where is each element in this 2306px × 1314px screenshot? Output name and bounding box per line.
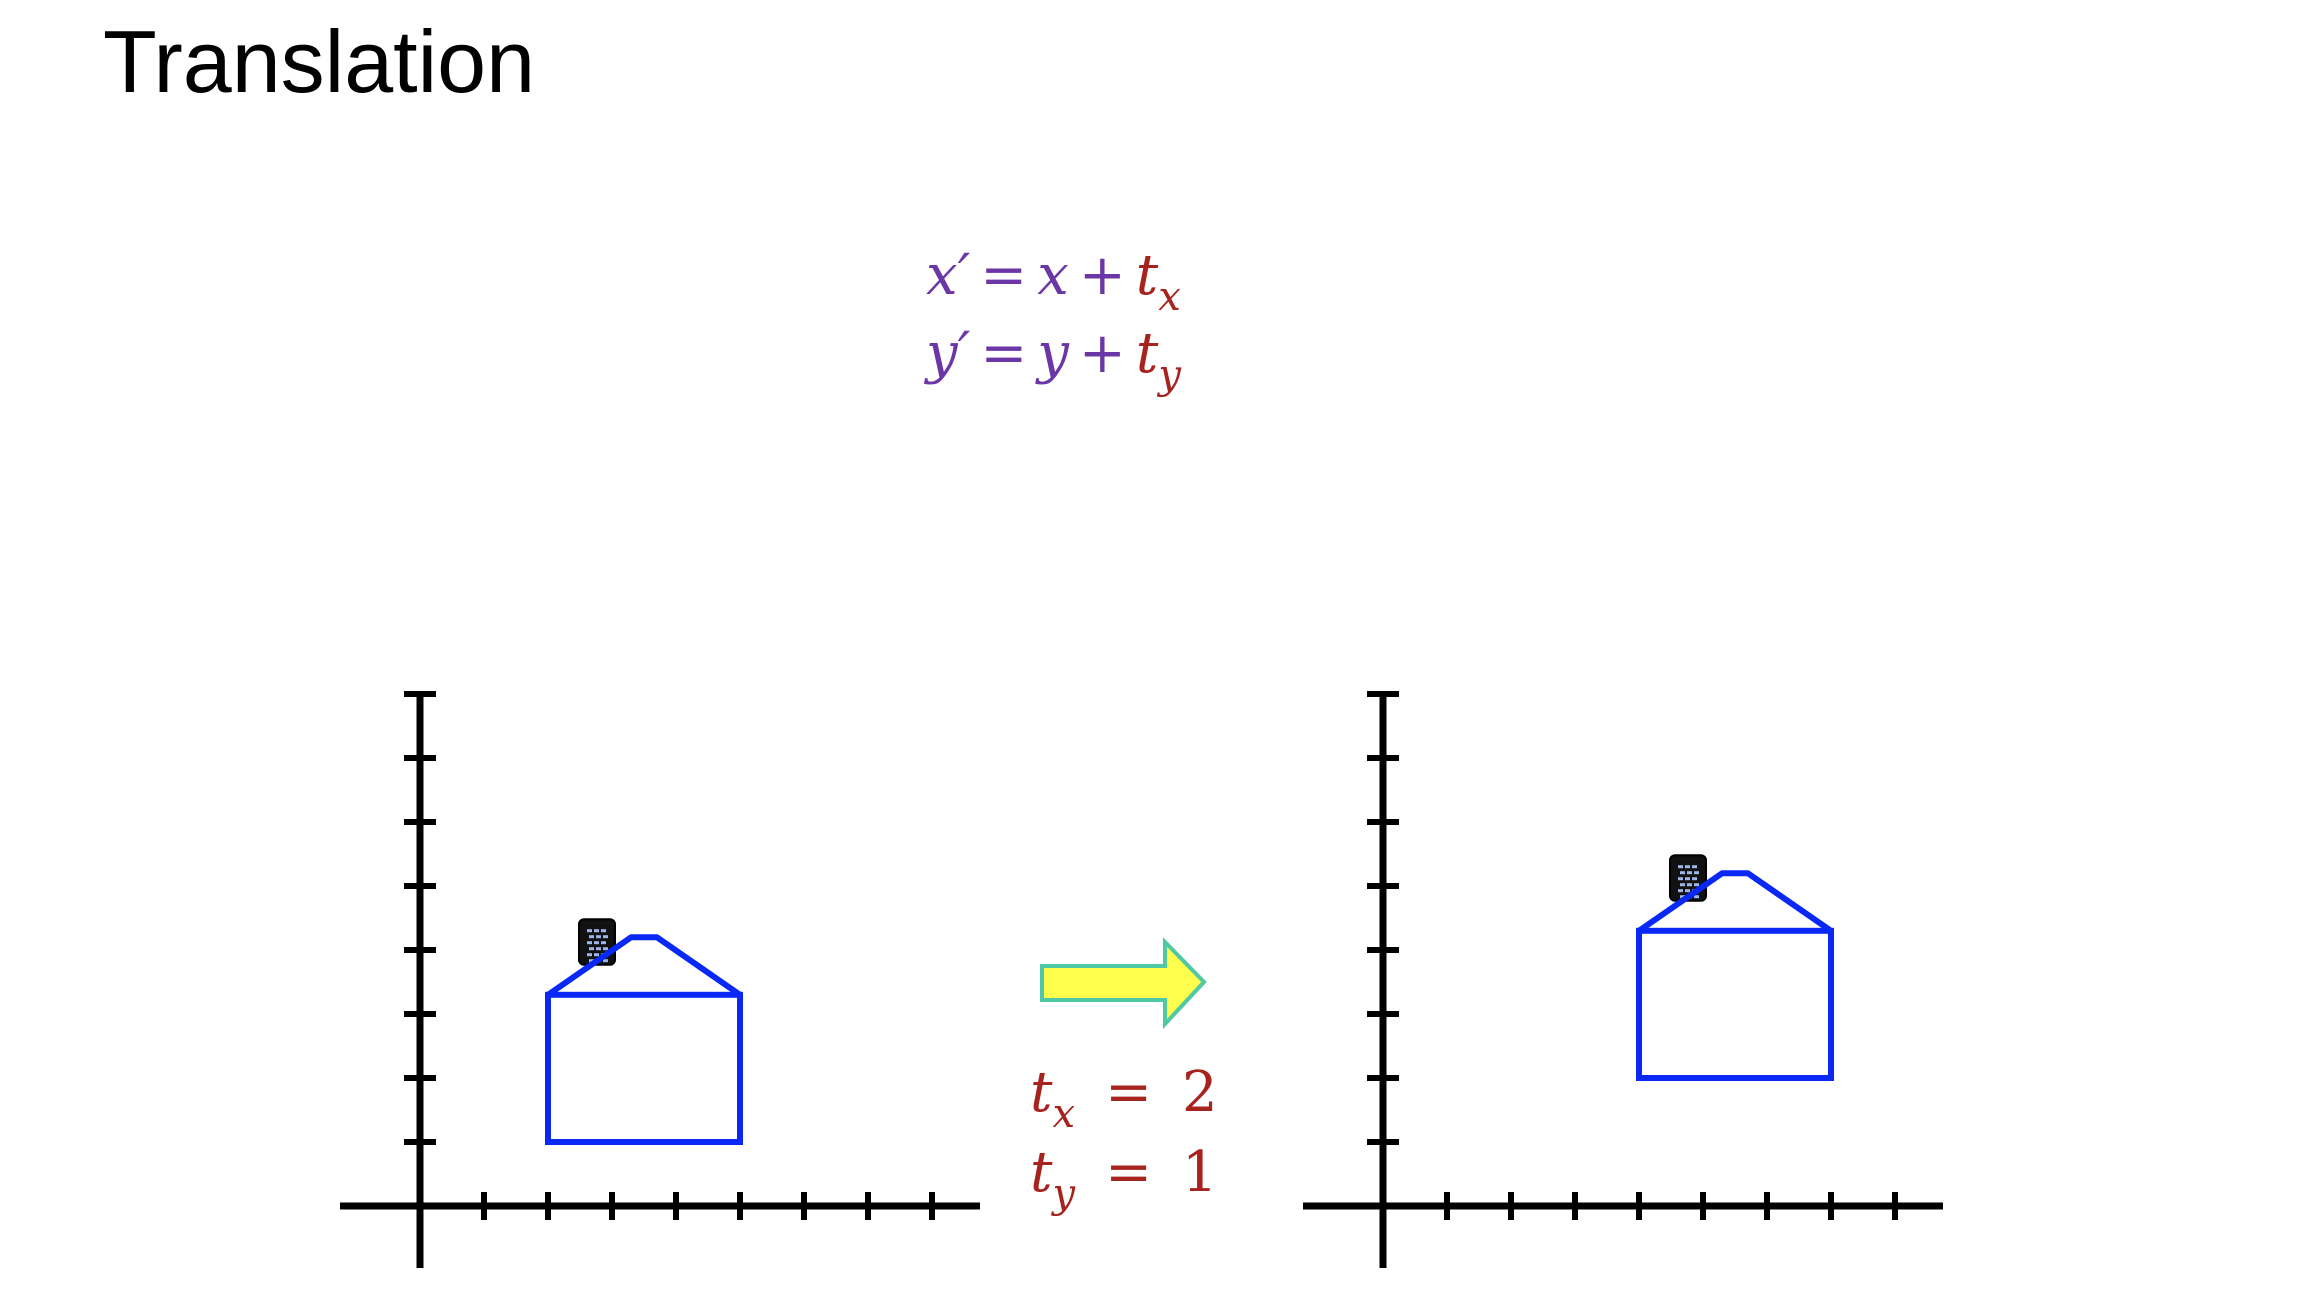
param-tx: tx=2 (1030, 1065, 1218, 1137)
equation-x-equals: = (980, 243, 1028, 308)
before-chimney-brick (601, 929, 606, 933)
before-chimney-brick (594, 941, 599, 945)
equation-x-sub: x (1158, 274, 1181, 320)
plot-before (340, 691, 980, 1268)
param-ty-t: t (1030, 1140, 1053, 1205)
after-chimney-brick (1687, 871, 1692, 875)
equation-y-plus: + (1078, 321, 1126, 386)
param-tx-value: 2 (1182, 1060, 1218, 1125)
after-chimney-brick (1685, 877, 1690, 881)
equation-x-plus: + (1078, 243, 1126, 308)
before-chimney-brick (587, 929, 592, 933)
equation-x-lhs: x′ (926, 243, 971, 308)
after-chimney-brick (1694, 871, 1699, 875)
after-chimney-brick (1678, 877, 1683, 881)
before-house-body (545, 991, 743, 1145)
before-chimney-brick (603, 959, 608, 963)
equation-y-sub: y (1158, 352, 1181, 398)
param-ty-sub: y (1052, 1171, 1076, 1217)
equation-y-equals: = (980, 321, 1028, 386)
before-chimney-brick (603, 935, 608, 939)
after-chimney-brick (1692, 877, 1697, 881)
after-chimney-brick (1680, 871, 1685, 875)
param-tx-equals: = (1105, 1060, 1152, 1125)
equation-y: y′=y+ty (926, 326, 1181, 398)
after-chimney-brick (1685, 889, 1690, 893)
slide-title: Translation (103, 12, 536, 111)
after-chimney-brick (1678, 889, 1683, 893)
equation-y-lhs: y′ (926, 321, 971, 386)
before-chimney-brick (596, 935, 601, 939)
param-tx-sub: x (1052, 1091, 1076, 1137)
after-chimney-brick (1692, 865, 1697, 869)
before-chimney-brick (603, 947, 608, 951)
after-chimney-brick (1685, 865, 1690, 869)
before-chimney-brick (594, 953, 599, 957)
equation-x: x′=x+tx (926, 248, 1181, 320)
before-chimney-brick (589, 959, 594, 963)
before-chimney-brick (601, 941, 606, 945)
after-house-body (1636, 927, 1834, 1081)
before-chimney-brick (587, 941, 592, 945)
right-arrow-icon (1040, 937, 1207, 1030)
equation-x-var: x (1037, 243, 1069, 308)
before-chimney-brick (589, 947, 594, 951)
after-chimney-brick (1687, 883, 1692, 887)
after-house-roof (1637, 870, 1833, 934)
param-ty: ty=1 (1030, 1145, 1218, 1217)
before-chimney-brick (589, 935, 594, 939)
param-ty-value: 1 (1182, 1140, 1218, 1205)
before-house-roof (546, 934, 742, 998)
equation-x-t: t (1135, 243, 1159, 308)
param-tx-t: t (1030, 1060, 1053, 1125)
equation-y-var: y (1037, 321, 1069, 386)
after-chimney-brick (1694, 883, 1699, 887)
before-chimney-brick (594, 929, 599, 933)
before-chimney-brick (596, 947, 601, 951)
after-chimney-brick (1680, 895, 1685, 899)
after-chimney-brick (1678, 865, 1683, 869)
param-ty-equals: = (1105, 1140, 1153, 1205)
after-chimney-brick (1694, 895, 1699, 899)
plot-after (1303, 691, 1943, 1268)
right-arrow-shape (1040, 937, 1207, 1030)
equation-y-t: t (1135, 321, 1159, 386)
before-chimney-brick (587, 953, 592, 957)
after-chimney-brick (1680, 883, 1685, 887)
